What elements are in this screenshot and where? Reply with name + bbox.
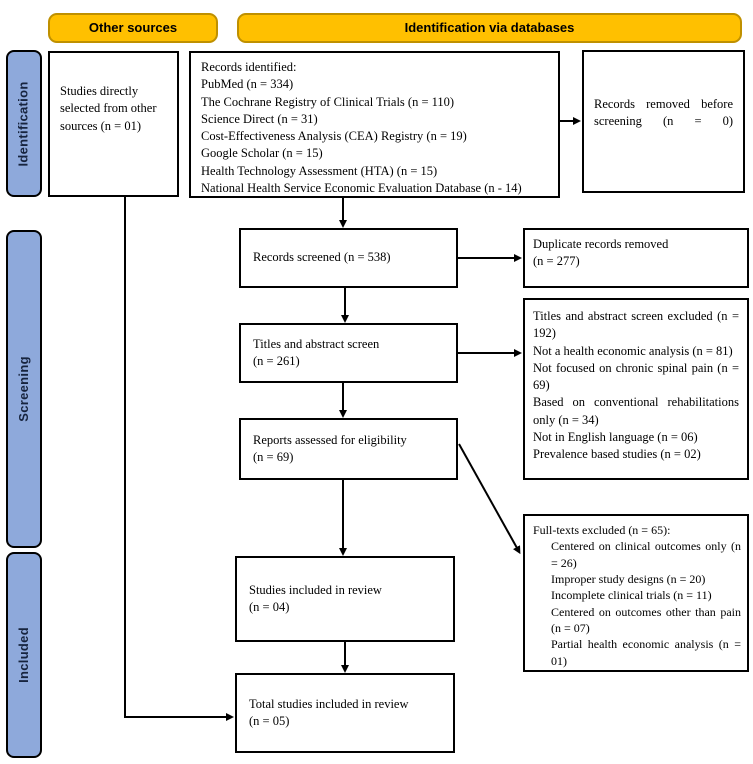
text-line: Improper study designs (n = 20): [551, 571, 706, 586]
arrow-other-sources-to-total: [124, 197, 234, 721]
text-line: Centered on clinical outcomes only (n = …: [551, 539, 741, 570]
text-line: Cost-Effectiveness Analysis (CEA) Regist…: [201, 129, 467, 143]
box-studies-direct: Studies directly selected from other sou…: [48, 51, 179, 197]
text-line: Health Technology Assessment (HTA) (n = …: [201, 163, 438, 178]
header-identification-via-databases: Identification via databases: [237, 13, 742, 43]
text-line: Prevalence based studies (n = 02): [533, 447, 701, 461]
box-reports-assessed: Reports assessed for eligibility (n = 69…: [239, 418, 458, 480]
stage-included: Included: [6, 552, 42, 758]
box-duplicates-removed-text: Duplicate records removed (n = 277): [533, 237, 669, 269]
stage-screening-label: Screening: [16, 356, 32, 422]
box-titles-screen: Titles and abstract screen (n = 261): [239, 323, 458, 383]
stage-screening: Screening: [6, 230, 42, 548]
header-other-sources: Other sources: [48, 13, 218, 43]
text-line: Incomplete clinical trials (n = 11): [551, 588, 712, 603]
box-records-identified: Records identified: PubMed (n = 334) The C…: [189, 51, 560, 198]
box-total-included: Total studies included in review (n = 05…: [235, 673, 455, 753]
text-line: The Cochrane Registry of Clinical Trials…: [201, 94, 455, 109]
text-line: Not focused on chronic spinal pain (n = …: [533, 360, 739, 392]
stage-included-label: Included: [16, 627, 32, 683]
box-duplicates-removed: Duplicate records removed (n = 277): [523, 228, 749, 288]
text-line: Not in English language (n = 06): [533, 429, 698, 444]
stage-identification: Identification: [6, 50, 42, 197]
stage-identification-label: Identification: [16, 80, 32, 167]
text-line: Centered on outcomes other than pain (n …: [551, 604, 741, 635]
box-records-screened-text: Records screened (n = 538): [253, 250, 391, 265]
text-line: Science Direct (n = 31): [201, 111, 318, 126]
text-line: Records identified:: [201, 60, 297, 74]
box-studies-included: Studies included in review (n = 04): [235, 556, 455, 642]
box-records-removed: Records removed before screening (n = 0): [582, 50, 745, 193]
text-line: Based on conventional rehabilitations on…: [533, 395, 739, 427]
box-reports-assessed-text: Reports assessed for eligibility (n = 69…: [253, 432, 407, 464]
text-line: PubMed (n = 334): [201, 77, 294, 92]
box-records-removed-text: Records removed before screening (n = 0): [594, 96, 733, 128]
text-line: National Health Service Economic Evaluat…: [201, 180, 522, 195]
text-line: Titles and abstract screen excluded (n =…: [533, 309, 739, 341]
text-line: Not a health economic analysis (n = 81): [533, 343, 733, 358]
box-total-included-text: Total studies included in review (n = 05…: [249, 696, 409, 728]
text-line: Google Scholar (n = 15): [201, 146, 323, 161]
arrow-reports-to-fulltexts: [458, 443, 521, 555]
box-studies-included-text: Studies included in review (n = 04): [249, 582, 382, 614]
box-fulltexts-excluded: Full-texts excluded (n = 65): Centered o…: [523, 514, 749, 672]
box-fulltexts-excluded-title: Full-texts excluded (n = 65):: [533, 523, 671, 537]
box-titles-screen-text: Titles and abstract screen (n = 261): [253, 336, 380, 368]
box-fulltexts-excluded-items: Centered on clinical outcomes only (n = …: [533, 538, 741, 669]
box-titles-excluded: Titles and abstract screen excluded (n =…: [523, 298, 749, 480]
box-records-screened: Records screened (n = 538): [239, 228, 458, 288]
text-line: Partial health economic analysis (n = 01…: [551, 637, 741, 668]
